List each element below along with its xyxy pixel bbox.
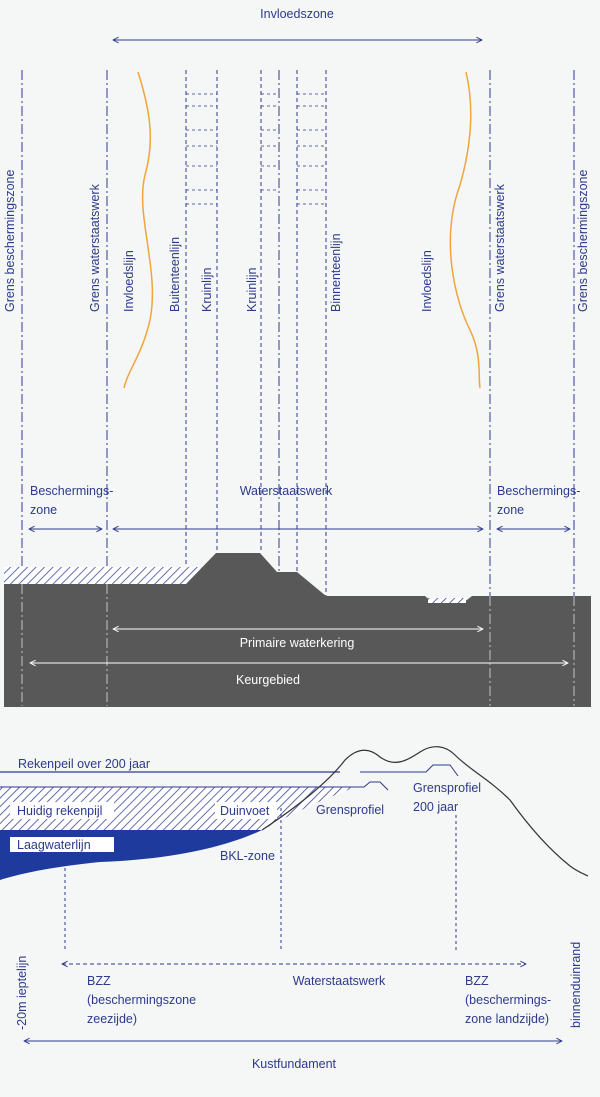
beschermingszone-right-label-1: Beschermings- — [497, 484, 580, 498]
beschermingszone-left-label-1: Beschermings- — [30, 484, 113, 498]
bzz-left-label-3: zeezijde) — [87, 1012, 137, 1026]
keurgebied-label: Keurgebied — [236, 673, 300, 687]
grensprofiel-200-label-1: Grensprofiel — [413, 781, 481, 795]
grensprofiel-200-label-2: 200 jaar — [413, 800, 458, 814]
beschermingszone-right-label-2: zone — [497, 503, 524, 517]
kruinlijn-2-label: Kruinlijn — [245, 267, 259, 312]
water-hatch-left — [4, 567, 200, 584]
primaire-waterkering-label: Primaire waterkering — [240, 636, 355, 650]
rekenpeil-200-label: Rekenpeil over 200 jaar — [18, 757, 150, 771]
buitenteenlijn-label: Buitenteenlijn — [168, 237, 182, 312]
grens-beschermingszone-right-label: Grens beschermingszone — [576, 170, 590, 312]
invloedszone-label: Invloedszone — [260, 7, 334, 21]
grensprofiel-label: Grensprofiel — [316, 803, 384, 817]
invloedslijn-left-label: Invloedslijn — [122, 250, 136, 312]
grens-waterstaatswerk-left-label: Grens waterstaatswerk — [88, 183, 102, 312]
invloedslijn-right-curve — [449, 71, 481, 389]
bzz-right-label-2: (beschermings- — [465, 993, 551, 1007]
huidig-rekenpeil-box — [10, 802, 114, 819]
bzz-right-label-3: zone landzijde) — [465, 1012, 549, 1026]
kruinlijn-1-label: Kruinlijn — [200, 267, 214, 312]
bottom-dashed-lines — [64, 808, 457, 950]
grensprofiel-200-shape — [360, 764, 459, 777]
bzz-left-label-2: (beschermingszone — [87, 993, 196, 1007]
invloedslijn-left-curve — [123, 71, 154, 389]
invloedslijn-right-label: Invloedslijn — [420, 250, 434, 312]
duinvoet-box — [215, 802, 277, 819]
top-diagram: Invloedszone — [3, 7, 591, 707]
vertical-labels: Grens beschermingszone Grens waterstaats… — [3, 170, 590, 312]
laagwaterlijn-box — [10, 837, 114, 852]
kustfundament-label: Kustfundament — [252, 1057, 337, 1071]
dune-profile — [261, 746, 589, 877]
ditch-hatch — [428, 598, 466, 603]
beschermingszone-left-label-2: zone — [30, 503, 57, 517]
grensprofiel-shape — [340, 781, 389, 791]
ladder-dashes — [186, 93, 326, 205]
bzz-left-label-1: BZZ — [87, 974, 111, 988]
duinvoet-label: Duinvoet — [220, 804, 270, 818]
min20m-label: -20m ieptelijn — [15, 956, 29, 1030]
current-water-hatch — [0, 787, 356, 830]
waterstaatswerk-label: Waterstaatswerk — [240, 484, 333, 498]
grens-waterstaatswerk-right-label: Grens waterstaatswerk — [493, 183, 507, 312]
bzz-right-label-1: BZZ — [465, 974, 489, 988]
bottom-diagram: Rekenpeil over 200 jaar Huidig rekenpijl… — [0, 746, 589, 1071]
bkl-zone-label: BKL-zone — [220, 849, 275, 863]
overlay-lines — [21, 584, 575, 706]
binnenduinrand-label: binnenduinrand — [569, 942, 583, 1028]
laagwaterlijn-label: Laagwaterlijn — [17, 838, 91, 852]
huidig-rekenpeil-label: Huidig rekenpijl — [17, 804, 102, 818]
grens-beschermingszone-left-label: Grens beschermingszone — [3, 170, 17, 312]
bottom-waterstaatswerk-label: Waterstaatswerk — [293, 974, 386, 988]
binnenteenlijn-label: Binnenteenlijn — [329, 233, 343, 312]
